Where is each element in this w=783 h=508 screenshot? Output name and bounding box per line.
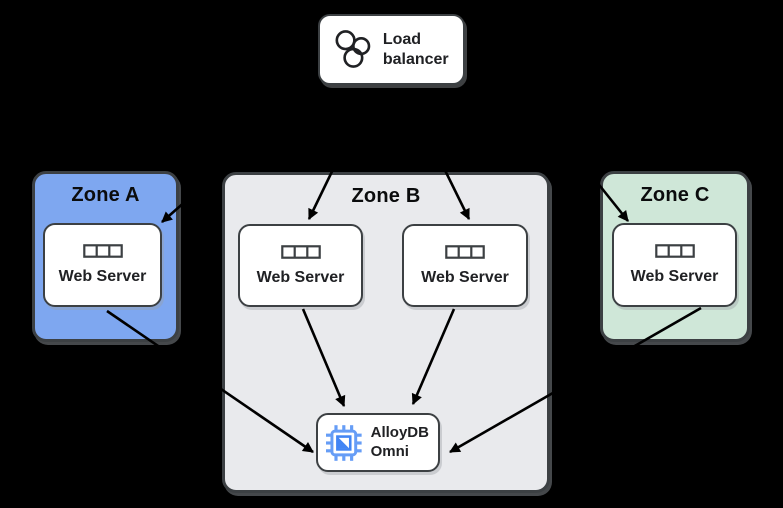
- chip-icon: [326, 424, 362, 461]
- server-strip-icon: [445, 244, 485, 259]
- web-server-label: Web Server: [630, 268, 719, 285]
- zone-a-label: Zone A: [71, 184, 140, 206]
- web-server-label: Web Server: [256, 268, 345, 286]
- zone-b-web-server-2-node: Web Server: [402, 224, 528, 307]
- load-balancer-icon: [335, 29, 371, 68]
- zone-c-web-server-node: Web Server: [612, 223, 737, 307]
- zone-c-label: Zone C: [640, 184, 710, 206]
- zone-a-web-server-node: Web Server: [43, 223, 162, 307]
- web-server-label: Web Server: [58, 268, 147, 285]
- load-balancer-node: Load balancer: [318, 14, 465, 85]
- web-server-label: Web Server: [421, 268, 509, 286]
- alloydb-omni-node: AlloyDB Omni: [316, 413, 440, 472]
- load-balancer-label: Load balancer: [382, 31, 449, 68]
- server-strip-icon: [82, 244, 123, 258]
- alloydb-omni-label: AlloyDB Omni: [370, 423, 429, 460]
- server-strip-icon: [280, 244, 321, 259]
- server-strip-icon: [654, 244, 695, 258]
- zone-b-web-server-1-node: Web Server: [238, 224, 363, 307]
- zone-b-label: Zone B: [351, 185, 421, 207]
